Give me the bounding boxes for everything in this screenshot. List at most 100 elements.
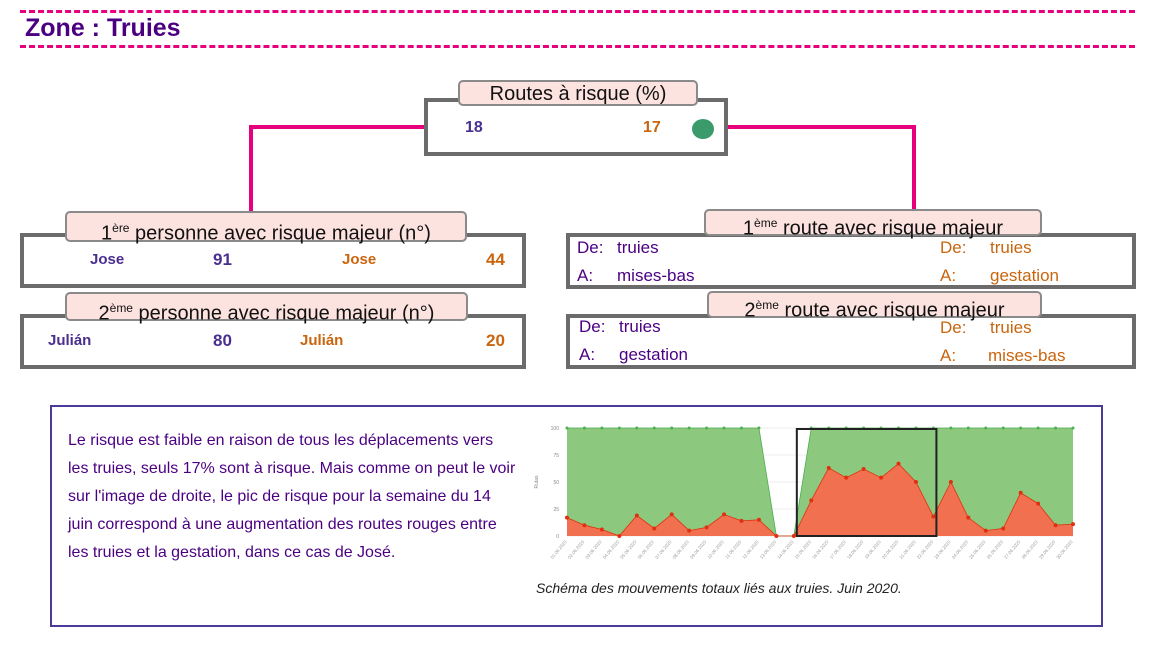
label-sup: ème — [754, 216, 778, 230]
label-num: 1 — [101, 222, 113, 245]
x-tick-label: 17.06.2020 — [829, 539, 848, 560]
route1-right-from-label: De: — [940, 238, 967, 257]
label-num: 2 — [98, 302, 110, 325]
series-line — [566, 463, 1074, 537]
data-point — [635, 426, 639, 430]
x-tick-label: 30.06.2020 — [1055, 539, 1074, 560]
route2-right-to-label: A: — [940, 346, 957, 365]
y-tick-label: 100 — [551, 426, 560, 432]
x-tick-label: 15.06.2020 — [794, 539, 813, 560]
routes-risk-left-value: 18 — [465, 119, 483, 136]
label-sup: ème — [109, 301, 133, 315]
route2-left-from: truies — [619, 317, 661, 336]
x-tick-label: 14.06.2020 — [776, 539, 795, 560]
connector — [249, 125, 253, 213]
data-point — [896, 461, 901, 466]
route2-label: 2ème route avec risque majeur — [707, 291, 1042, 322]
x-tick-label: 11.06.2020 — [724, 539, 742, 560]
data-point — [1001, 526, 1006, 531]
data-point — [652, 526, 657, 531]
data-point — [565, 426, 569, 430]
data-point — [948, 480, 953, 484]
data-point — [757, 426, 761, 430]
data-point — [1019, 426, 1023, 430]
data-point — [966, 426, 970, 430]
data-point — [599, 527, 604, 532]
person1-box — [20, 233, 526, 288]
connector — [912, 125, 916, 211]
data-point — [1053, 523, 1058, 528]
x-tick-label: 28.06.2020 — [1021, 539, 1040, 560]
data-point — [879, 475, 884, 480]
x-tick-label: 08.06.2020 — [672, 539, 691, 560]
x-tick-label: 12.06.2020 — [741, 539, 760, 560]
title-divider — [20, 45, 1135, 48]
data-point — [1071, 522, 1075, 527]
circle-status-icon — [692, 119, 714, 139]
person2-label: 2ème personne avec risque majeur (n°) — [65, 292, 468, 325]
x-tick-label: 01.06.2020 — [549, 539, 568, 560]
route1-right-to-label: A: — [940, 266, 957, 285]
chart-caption: Schéma des mouvements totaux liés aux tr… — [536, 580, 902, 596]
label-num: 2 — [744, 299, 756, 322]
data-point — [826, 465, 831, 470]
y-tick-label: 50 — [553, 480, 559, 486]
data-point — [687, 426, 691, 430]
x-tick-label: 26.06.2020 — [986, 539, 1005, 560]
route2-left-to-label: A: — [579, 345, 596, 364]
data-point — [600, 426, 604, 430]
data-point — [931, 514, 936, 519]
routes-risk-label: Routes à risque (%) — [458, 80, 698, 106]
x-tick-label: 02.06.2020 — [567, 539, 586, 560]
data-point — [670, 426, 674, 430]
data-point — [1036, 426, 1040, 430]
top-divider — [20, 10, 1135, 13]
data-point — [617, 426, 621, 430]
data-point — [669, 512, 674, 517]
data-point — [1071, 426, 1075, 430]
routes-risk-right-value: 17 — [643, 119, 661, 136]
person2-right-name: Julián — [300, 332, 344, 349]
label-text: route avec risque majeur — [777, 217, 1004, 240]
data-point — [983, 528, 988, 533]
x-tick-label: 18.06.2020 — [846, 539, 865, 560]
data-point — [1018, 490, 1023, 495]
label-text: personne avec risque majeur (n°) — [132, 302, 435, 325]
data-point — [582, 523, 587, 528]
data-point — [949, 426, 953, 430]
route1-left-from-label: De: — [577, 238, 604, 257]
route2-left-from-label: De: — [579, 317, 606, 336]
data-point — [582, 426, 586, 430]
highlight-box — [795, 428, 938, 537]
x-tick-label: 09.06.2020 — [689, 539, 708, 560]
route1-left-to: mises-bas — [617, 266, 695, 285]
data-point — [722, 512, 727, 517]
label-text: personne avec risque majeur (n°) — [129, 222, 431, 245]
x-tick-label: 03.06.2020 — [584, 539, 603, 560]
person2-left-name: Julián — [48, 332, 92, 349]
route2-left-to: gestation — [619, 345, 688, 364]
x-tick-label: 22.06.2020 — [916, 539, 935, 560]
data-point — [1036, 501, 1041, 506]
x-tick-label: 16.06.2020 — [811, 539, 830, 560]
data-point — [687, 528, 692, 533]
route2-right-from-label: De: — [940, 318, 967, 337]
data-point — [844, 475, 849, 480]
x-tick-label: 21.06.2020 — [898, 539, 917, 560]
route2-right-to: mises-bas — [988, 346, 1066, 365]
data-point — [617, 534, 622, 538]
route1-left-to-label: A: — [577, 266, 594, 285]
label-text: route avec risque majeur — [778, 299, 1005, 322]
person1-right-value: 44 — [486, 250, 505, 269]
label-sup: ème — [755, 298, 779, 312]
data-point — [809, 498, 814, 503]
x-tick-label: 25.06.2020 — [968, 539, 987, 560]
x-tick-label: 29.06.2020 — [1038, 539, 1057, 560]
summary-text: Le risque est faible en raison de tous l… — [68, 432, 516, 561]
data-point — [652, 426, 656, 430]
x-tick-label: 20.06.2020 — [881, 539, 900, 560]
person1-right-name: Jose — [342, 251, 377, 268]
page-title: Zone : Truies — [25, 14, 181, 42]
x-tick-label: 07.06.2020 — [654, 539, 673, 560]
route1-right-to: gestation — [990, 266, 1059, 285]
